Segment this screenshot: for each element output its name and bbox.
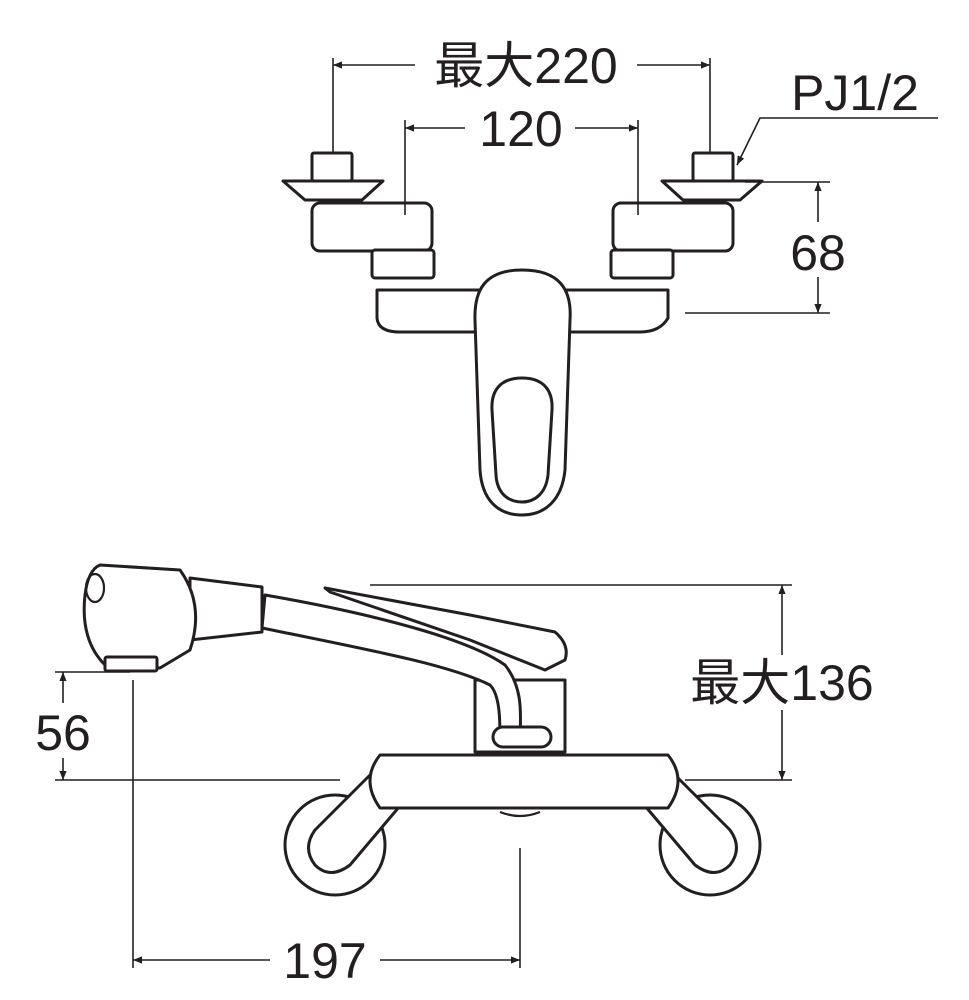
- spout-reach-label: 197: [283, 933, 366, 989]
- lever: [323, 586, 568, 672]
- thread-label: PJ1/2: [791, 65, 919, 121]
- shower-head: [82, 563, 198, 670]
- left-connector: [281, 151, 436, 280]
- dimension-max-height: 最大136: [370, 584, 890, 781]
- dimension-thread: PJ1/2: [736, 65, 938, 166]
- dimension-handle-spacing: 120: [404, 100, 639, 215]
- top-view: [281, 151, 764, 517]
- depth-label: 68: [790, 225, 846, 281]
- side-view: [82, 563, 762, 897]
- max-width-label: 最大220: [434, 38, 617, 94]
- max-height-label: 最大136: [690, 655, 873, 711]
- dimension-depth: 68: [685, 181, 851, 314]
- dimension-spout-reach: 197: [132, 680, 521, 992]
- dimension-max-width: 最大220: [332, 35, 711, 153]
- body: [368, 753, 680, 810]
- handle-spacing-label: 120: [479, 101, 562, 157]
- right-connector: [609, 151, 764, 280]
- handle-grip: [490, 376, 554, 504]
- spout-nut: [491, 725, 553, 749]
- dimension-spout-height: 56: [28, 671, 340, 781]
- hose-ring: [188, 576, 264, 642]
- spout-height-label: 56: [35, 705, 91, 761]
